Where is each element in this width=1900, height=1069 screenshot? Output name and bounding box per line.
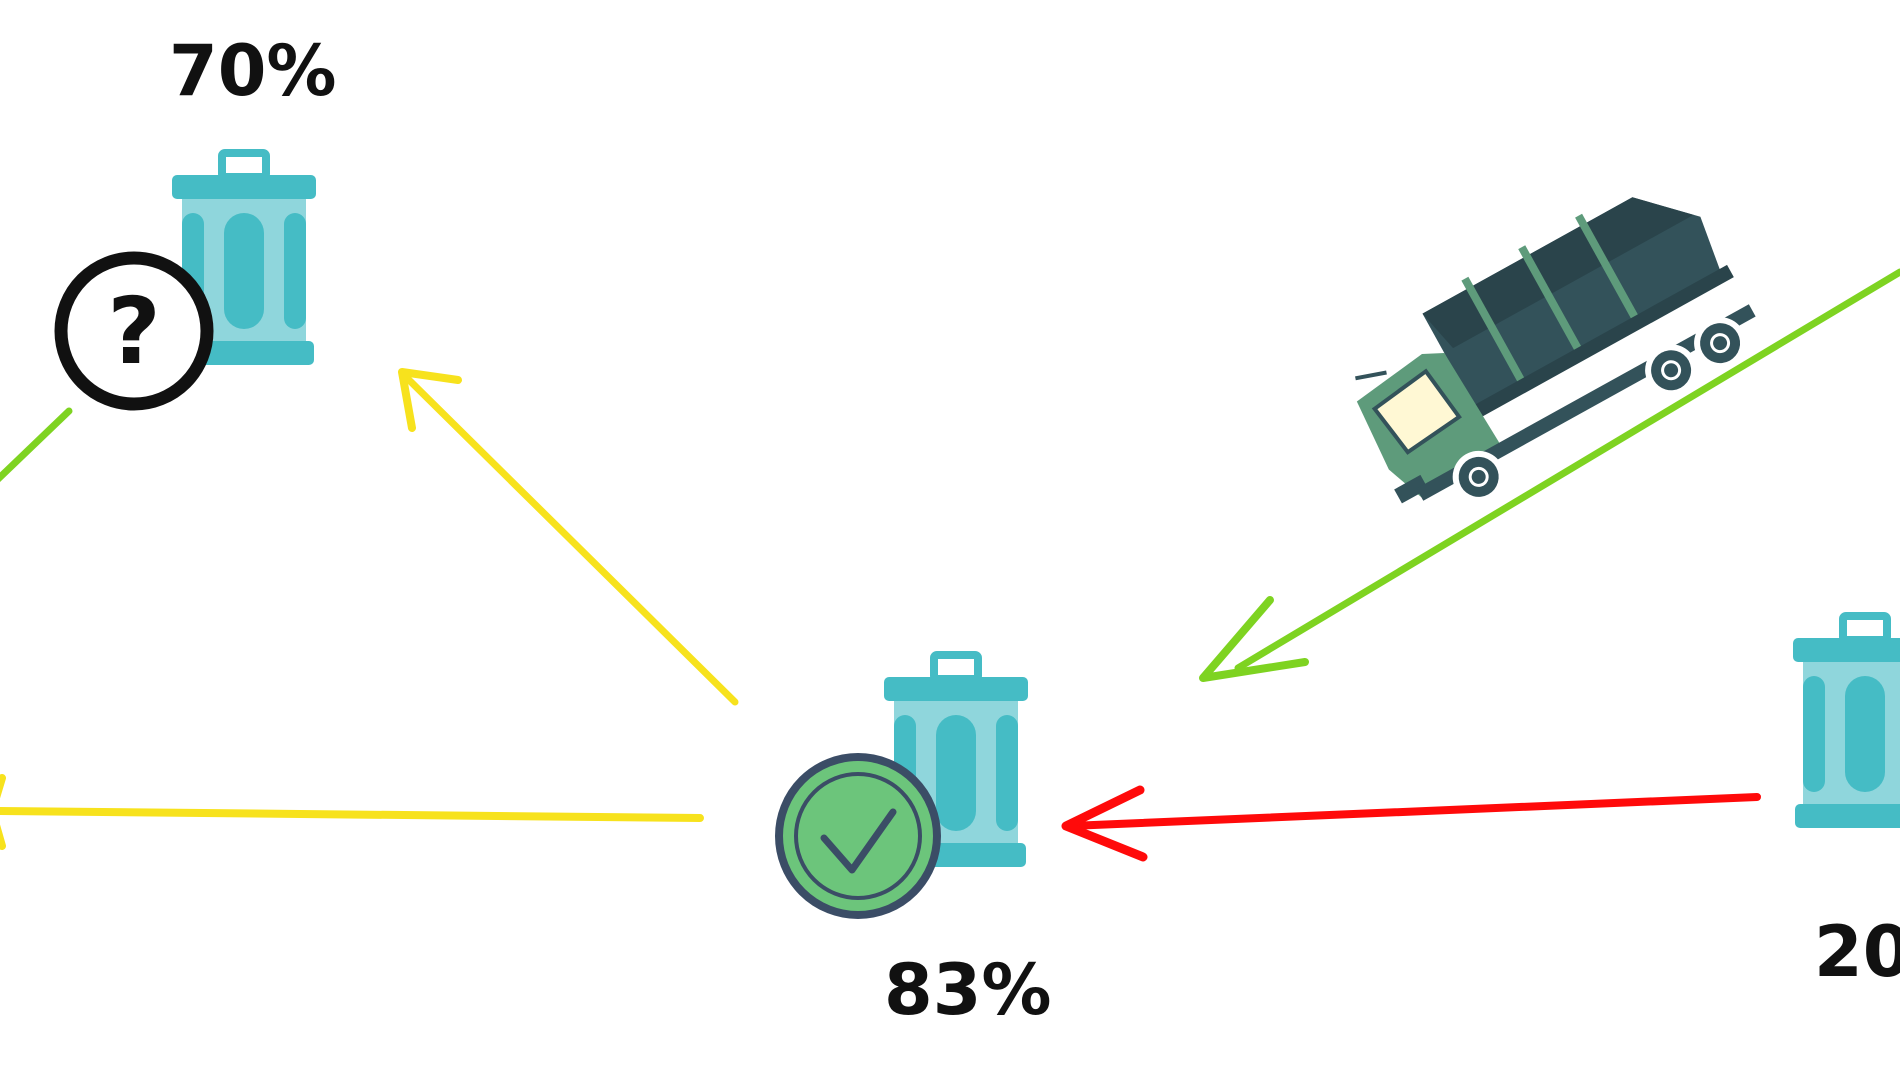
arrow-truck-to-center [1199, 268, 1900, 682]
wheel [1452, 450, 1505, 503]
svg-text:?: ? [107, 278, 160, 385]
fill-label-center: 83% [884, 949, 1052, 1031]
garbage-truck-icon [1355, 197, 1756, 504]
question-icon: ? [54, 251, 214, 411]
check-icon [775, 753, 941, 919]
wheel [1645, 344, 1698, 397]
arrow-right-to-center [1061, 785, 1761, 862]
bin-right [1793, 612, 1900, 828]
arrow-top-left-to-left [0, 407, 73, 483]
trash-bin-icon [1793, 612, 1900, 828]
fill-label-right: 20 [1814, 911, 1900, 993]
fill-label-top-left: 70% [169, 30, 337, 112]
wheel [1694, 317, 1747, 370]
arrow-center-to-left [0, 774, 704, 850]
arrow-center-to-top-left [398, 368, 739, 706]
